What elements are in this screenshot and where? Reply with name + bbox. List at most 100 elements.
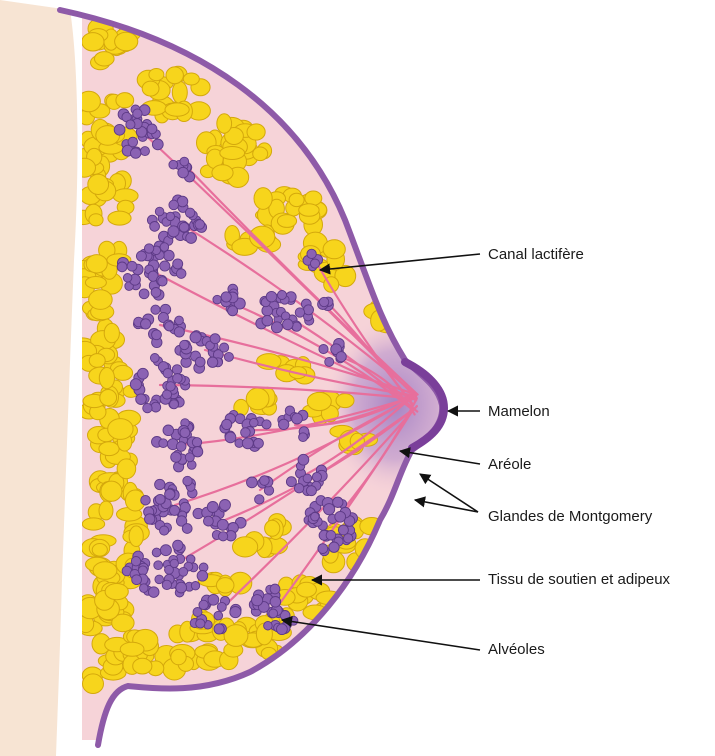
fat-lobule: [336, 394, 354, 408]
alveolus: [144, 244, 153, 253]
alveolus: [230, 607, 241, 618]
alveolus: [170, 559, 178, 567]
fat-lobule: [99, 442, 119, 456]
fat-lobule: [253, 147, 268, 161]
fat-lobule: [86, 255, 107, 273]
fat-lobule: [88, 174, 109, 194]
fat-lobule: [265, 520, 280, 536]
alveolus: [150, 354, 159, 363]
alveolus: [286, 477, 296, 487]
arrow-areole: [400, 451, 480, 464]
alveolus: [173, 374, 183, 384]
alveolus: [151, 288, 161, 298]
alveolus: [179, 567, 188, 576]
alveolus: [312, 472, 321, 481]
alveolus: [176, 442, 186, 452]
fat-lobule: [183, 73, 199, 85]
fat-lobule: [116, 93, 134, 108]
alveolus: [126, 120, 135, 129]
label-areole: Aréole: [488, 456, 531, 473]
alveolus: [168, 226, 179, 237]
alveolus: [220, 343, 229, 352]
alveolus: [325, 357, 334, 366]
fat-lobule: [95, 52, 115, 66]
alveolus: [324, 504, 335, 515]
alveolus: [180, 428, 190, 438]
fat-lobule: [149, 69, 164, 81]
alveolus: [154, 561, 163, 570]
alveolus: [180, 340, 189, 349]
label-mamelon: Mamelon: [488, 403, 550, 420]
alveolus: [178, 167, 189, 178]
alveolus: [166, 212, 174, 220]
alveolus: [196, 619, 205, 628]
fat-lobule: [82, 518, 104, 530]
alveolus: [213, 295, 222, 304]
fat-lobule: [92, 544, 107, 557]
label-canal-lactifere: Canal lactifère: [488, 246, 584, 263]
alveolus: [145, 514, 155, 524]
arrow-alveoles: [282, 620, 480, 650]
alveolus: [306, 486, 316, 496]
alveolus: [143, 403, 152, 412]
fat-lobule: [105, 584, 128, 600]
fat-lobule: [108, 419, 133, 440]
alveolus: [217, 602, 226, 611]
fat-lobule: [299, 204, 319, 217]
fat-lobule: [129, 526, 143, 547]
fat-lobule: [101, 481, 122, 501]
alveolus: [140, 584, 149, 593]
fat-lobule: [85, 277, 106, 289]
alveolus: [252, 595, 263, 606]
fat-lobule: [82, 33, 104, 51]
alveolus: [266, 291, 277, 302]
alveolus: [335, 511, 346, 522]
alveolus: [150, 222, 160, 232]
alveolus: [270, 584, 280, 594]
alveolus: [210, 334, 220, 344]
alveolus: [270, 597, 281, 608]
fat-lobule: [277, 215, 296, 228]
fat-lobule: [166, 67, 183, 84]
alveolus: [131, 557, 140, 566]
alveolus: [136, 251, 146, 261]
alveolus: [170, 505, 180, 515]
alveolus: [217, 519, 228, 530]
fat-lobule: [89, 354, 105, 368]
alveolus: [195, 357, 205, 367]
alveolus: [155, 207, 164, 216]
alveolus: [179, 222, 189, 232]
alveolus: [214, 611, 223, 620]
alveolus: [152, 548, 161, 557]
alveolus: [152, 330, 162, 340]
fat-lobule: [307, 392, 331, 410]
alveolus: [292, 413, 303, 424]
alveolus: [155, 575, 164, 584]
alveolus: [204, 516, 214, 526]
alveolus: [197, 571, 208, 582]
fat-lobule: [93, 562, 117, 580]
fat-lobule: [212, 165, 233, 181]
alveolus: [127, 261, 137, 271]
fat-lobule: [254, 188, 272, 210]
fat-lobule: [171, 649, 186, 664]
alveolus: [242, 438, 253, 449]
fat-lobule: [297, 582, 317, 597]
alveolus: [344, 534, 353, 543]
alveolus: [310, 259, 319, 268]
alveolus: [292, 322, 301, 331]
alveolus: [180, 157, 189, 166]
alveolus: [165, 322, 174, 331]
alveolus: [262, 420, 271, 429]
alveolus: [132, 575, 142, 585]
alveolus: [160, 243, 169, 252]
alveolus: [262, 305, 273, 316]
alveolus: [163, 425, 174, 436]
alveolus: [173, 540, 183, 550]
alveolus: [264, 621, 273, 630]
alveolus: [336, 352, 346, 362]
fat-lobule: [89, 214, 103, 226]
alveolus: [319, 345, 328, 354]
fat-lobule: [172, 81, 187, 103]
alveolus: [278, 291, 287, 300]
